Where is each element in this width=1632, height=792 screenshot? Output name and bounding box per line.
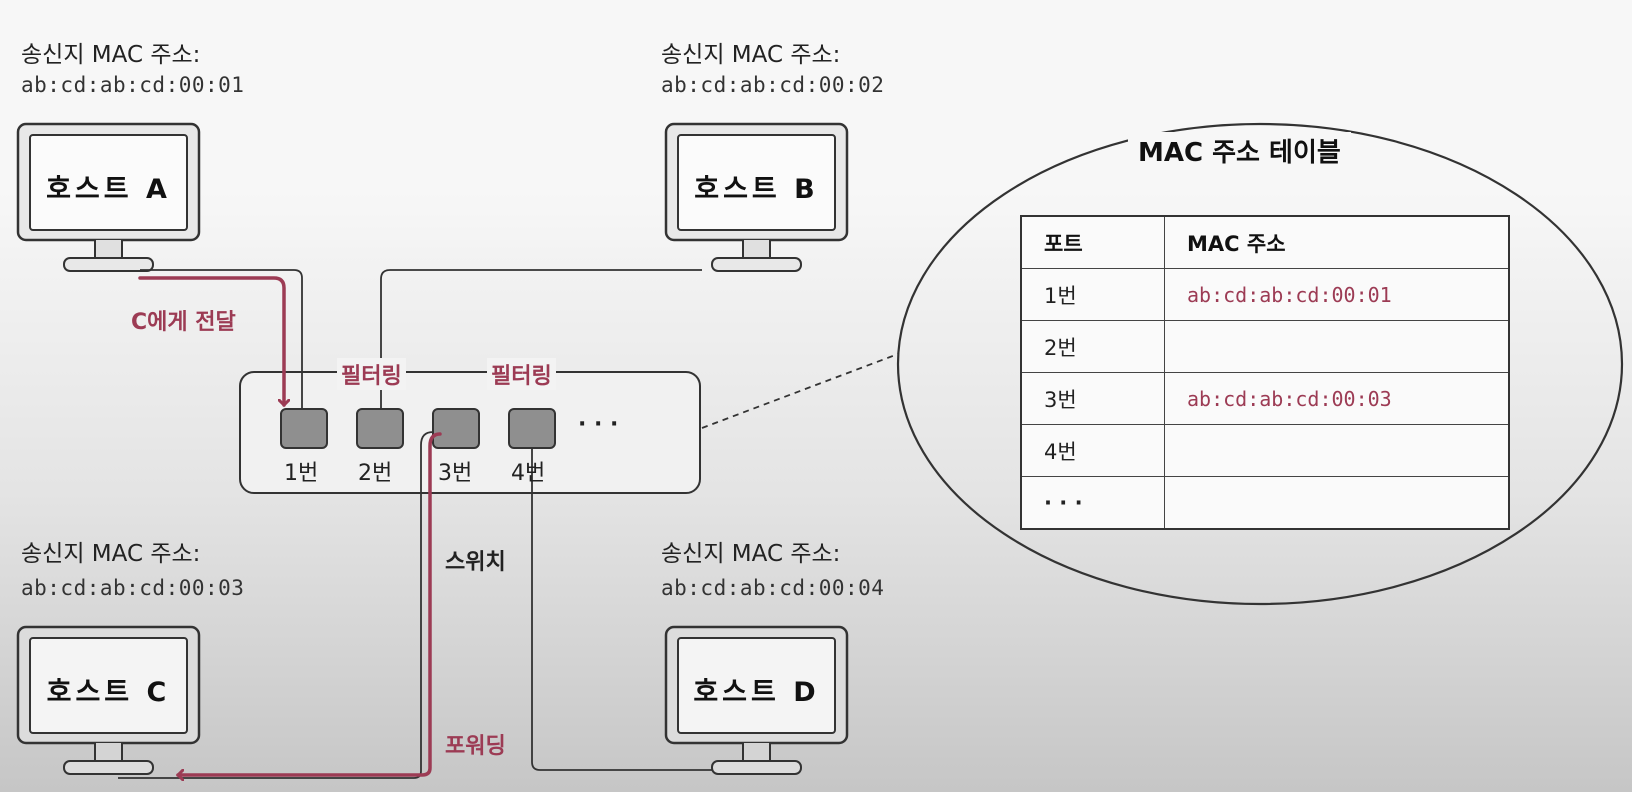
port-2-label: 2번 — [358, 461, 393, 486]
table-cell-mac — [1164, 476, 1510, 530]
cable-host-d — [531, 448, 712, 771]
table-row: 4번 — [1020, 424, 1510, 477]
flow-arrow-a-to-switch — [138, 276, 284, 405]
host-c-mac-label: 송신지 MAC 주소: — [21, 541, 201, 567]
switch-label: 스위치 — [445, 550, 506, 575]
host-b-mac-address: ab:cd:ab:cd:00:02 — [661, 73, 885, 97]
send-to-c-label: C에게 전달 — [131, 310, 236, 335]
host-a-label: 호스트 A — [46, 174, 171, 205]
host-b-mac-label: 송신지 MAC 주소: — [661, 42, 841, 68]
port-3-label: 3번 — [438, 461, 473, 486]
filtering-label-2: 필터링 — [487, 358, 556, 390]
table-row: · · · — [1020, 476, 1510, 530]
host-d-label: 호스트 D — [693, 677, 820, 708]
switch-port-2 — [356, 408, 404, 449]
host-d-monitor — [664, 625, 849, 775]
table-row: 2번 — [1020, 320, 1510, 373]
filtering-label-1: 필터링 — [337, 358, 406, 390]
flow-arrow-switch-to-c — [178, 432, 442, 775]
host-d-mac-label: 송신지 MAC 주소: — [661, 541, 841, 567]
table-cell-port: 3번 — [1020, 372, 1165, 425]
host-a-monitor — [16, 122, 201, 272]
table-cell-port: 1번 — [1020, 268, 1165, 321]
host-d-mac-address: ab:cd:ab:cd:00:04 — [661, 576, 885, 600]
port-4-label: 4번 — [511, 461, 546, 486]
table-cell-mac — [1164, 320, 1510, 373]
mac-table: 포트 MAC 주소 1번 ab:cd:ab:cd:00:01 2번 3번 ab:… — [1020, 215, 1510, 530]
mac-table-title: MAC 주소 테이블 — [1128, 132, 1351, 169]
host-c-label: 호스트 C — [46, 677, 171, 708]
mac-table-header-row: 포트 MAC 주소 — [1020, 215, 1510, 269]
mac-table-header-mac: MAC 주소 — [1164, 215, 1510, 269]
cable-host-c — [118, 431, 434, 779]
mac-table-bubble — [896, 122, 1624, 606]
mac-table-header-port: 포트 — [1020, 215, 1165, 269]
host-a-mac-address: ab:cd:ab:cd:00:01 — [21, 73, 245, 97]
host-b-monitor — [664, 122, 849, 272]
table-cell-port: 2번 — [1020, 320, 1165, 373]
cable-host-a — [140, 269, 303, 409]
host-c-mac-address: ab:cd:ab:cd:00:03 — [21, 576, 245, 600]
table-row: 3번 ab:cd:ab:cd:00:03 — [1020, 372, 1510, 425]
switch-port-4 — [508, 408, 556, 449]
table-cell-mac: ab:cd:ab:cd:00:03 — [1164, 372, 1510, 425]
switch-to-table-connector — [701, 353, 899, 429]
table-cell-port: 4번 — [1020, 424, 1165, 477]
table-row: 1번 ab:cd:ab:cd:00:01 — [1020, 268, 1510, 321]
host-c-monitor — [16, 625, 201, 775]
host-b-label: 호스트 B — [694, 174, 819, 205]
switch-port-3 — [432, 408, 480, 449]
port-more-ellipsis: · · · — [578, 412, 619, 437]
table-cell-port: · · · — [1020, 476, 1165, 530]
port-1-label: 1번 — [284, 461, 319, 486]
forwarding-label: 포워딩 — [445, 734, 506, 759]
table-cell-mac — [1164, 424, 1510, 477]
switch-port-1 — [280, 408, 328, 449]
table-cell-mac: ab:cd:ab:cd:00:01 — [1164, 268, 1510, 321]
host-a-mac-label: 송신지 MAC 주소: — [21, 42, 201, 68]
cable-host-b — [380, 269, 702, 409]
